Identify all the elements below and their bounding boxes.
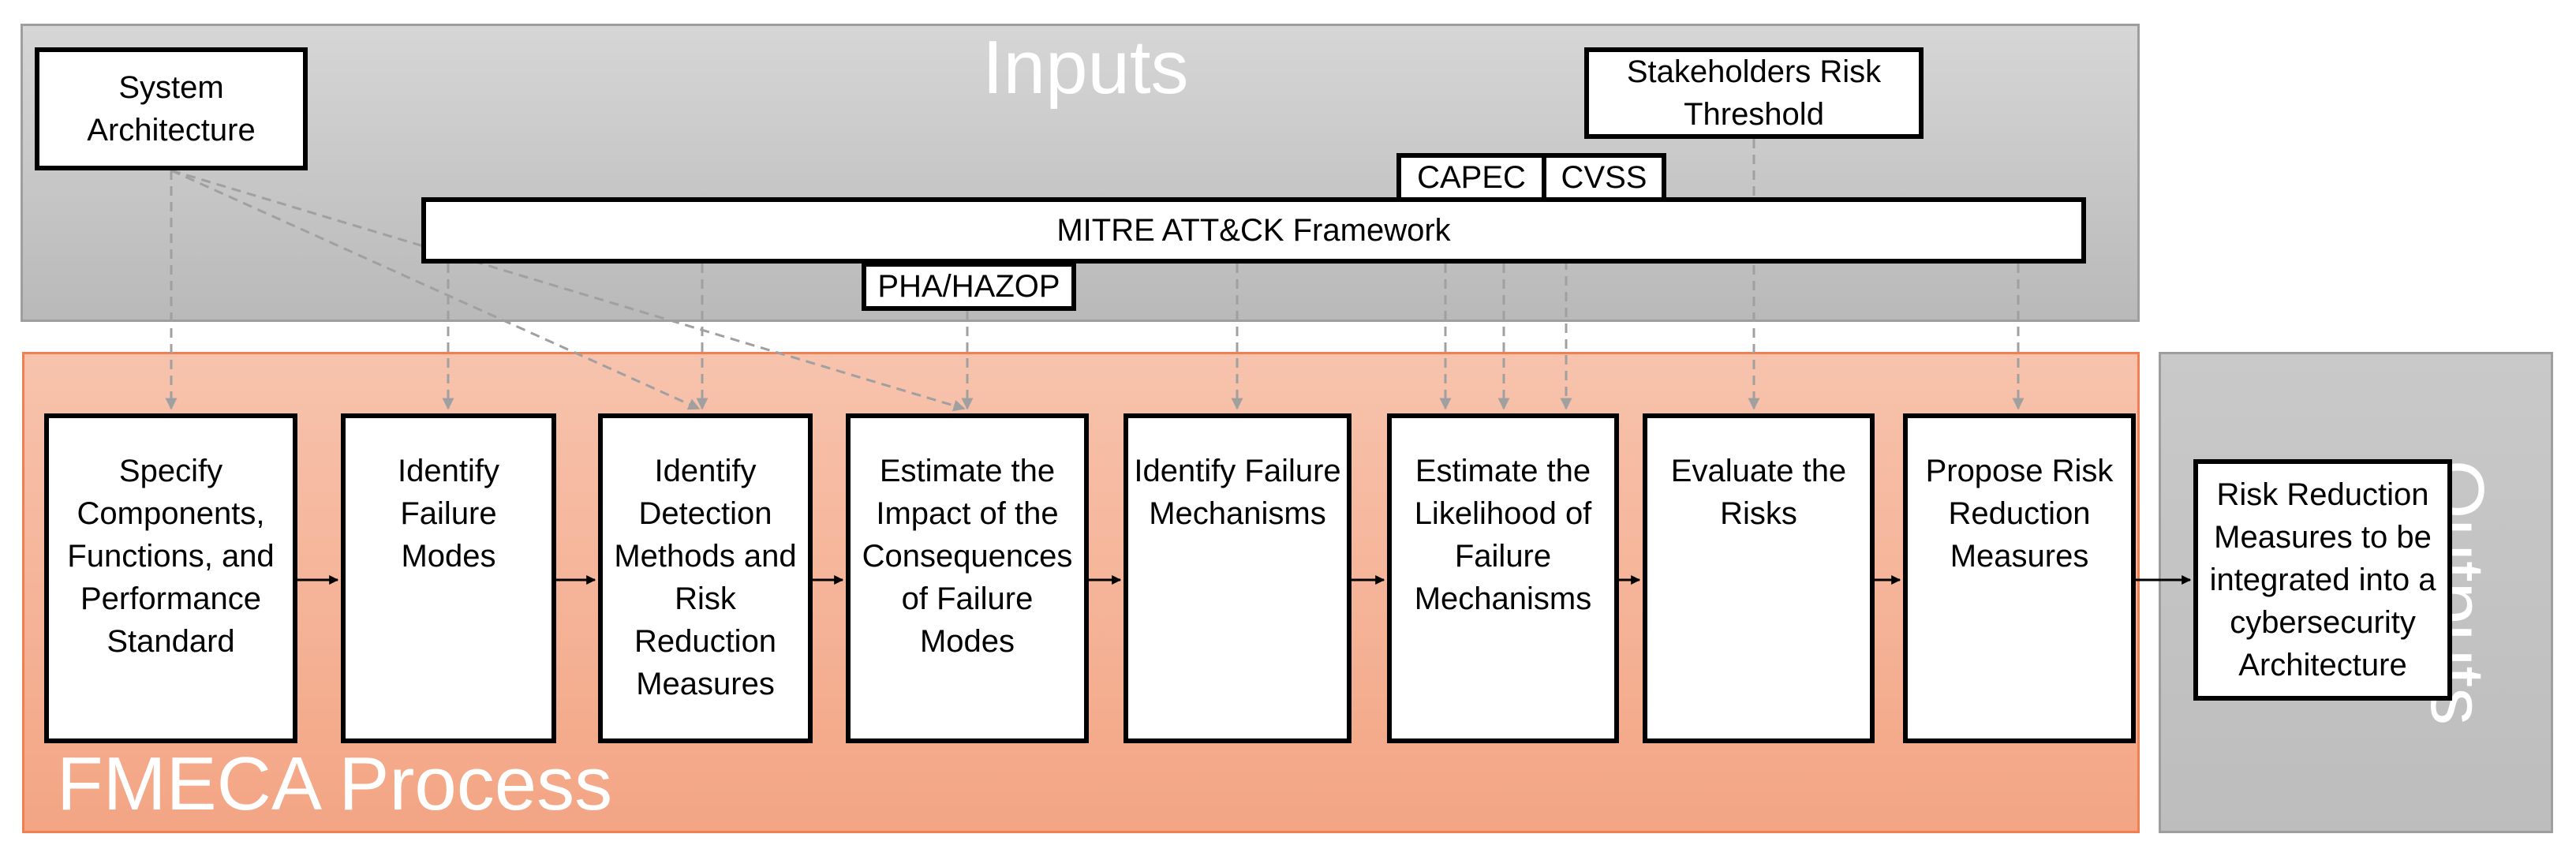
- capec-box: CAPEC: [1396, 153, 1546, 202]
- output-risk-reduction-box: Risk Reduction Measures to be integrated…: [2193, 459, 2452, 701]
- inputs-title: Inputs: [982, 25, 1189, 110]
- step-estimate-impact-label: Estimate the Impact of the Consequences …: [862, 454, 1073, 659]
- capec-label: CAPEC: [1417, 160, 1526, 195]
- step-evaluate-risks-label: Evaluate the Risks: [1670, 454, 1847, 531]
- step-identify-failure-modes-label: Identify Failure Modes: [398, 454, 499, 574]
- step-specify-components: Specify Components, Functions, and Perfo…: [44, 413, 297, 743]
- pha-hazop-label: PHA/HAZOP: [877, 269, 1060, 304]
- output-risk-reduction-label: Risk Reduction Measures to be integrated…: [2209, 477, 2436, 682]
- stakeholders-risk-threshold-label: Stakeholders Risk Threshold: [1626, 54, 1882, 132]
- step-identify-failure-mechanisms: Identify Failure Mechanisms: [1123, 413, 1352, 743]
- system-architecture-label: System Architecture: [87, 70, 256, 148]
- mitre-attack-framework-label: MITRE ATT&CK Framework: [1056, 213, 1451, 248]
- step-estimate-likelihood: Estimate the Likelihood of Failure Mecha…: [1387, 413, 1619, 743]
- step-identify-detection-methods: Identify Detection Methods and Risk Redu…: [598, 413, 813, 743]
- step-estimate-likelihood-label: Estimate the Likelihood of Failure Mecha…: [1414, 454, 1592, 616]
- mitre-attack-framework-box: MITRE ATT&CK Framework: [421, 197, 2086, 264]
- sysarch-to-detection-arrow: [170, 169, 701, 410]
- step-identify-failure-mechanisms-label: Identify Failure Mechanisms: [1134, 454, 1341, 531]
- stakeholders-risk-threshold-box: Stakeholders Risk Threshold: [1584, 47, 1924, 139]
- step-identify-failure-modes: Identify Failure Modes: [341, 413, 556, 743]
- sysarch-to-impact-arrow: [170, 169, 966, 412]
- step-identify-detection-methods-label: Identify Detection Methods and Risk Redu…: [614, 454, 797, 701]
- system-architecture-box: System Architecture: [35, 47, 308, 170]
- step-specify-components-label: Specify Components, Functions, and Perfo…: [67, 454, 275, 659]
- fmeca-process-title: FMECA Process: [57, 742, 613, 826]
- step-estimate-impact: Estimate the Impact of the Consequences …: [846, 413, 1089, 743]
- cvss-label: CVSS: [1561, 160, 1647, 195]
- pha-hazop-box: PHA/HAZOP: [862, 262, 1076, 311]
- cvss-box: CVSS: [1542, 153, 1666, 202]
- step-propose-risk-reduction: Propose Risk Reduction Measures: [1903, 413, 2136, 743]
- step-evaluate-risks: Evaluate the Risks: [1643, 413, 1875, 743]
- step-propose-risk-reduction-label: Propose Risk Reduction Measures: [1925, 454, 2114, 574]
